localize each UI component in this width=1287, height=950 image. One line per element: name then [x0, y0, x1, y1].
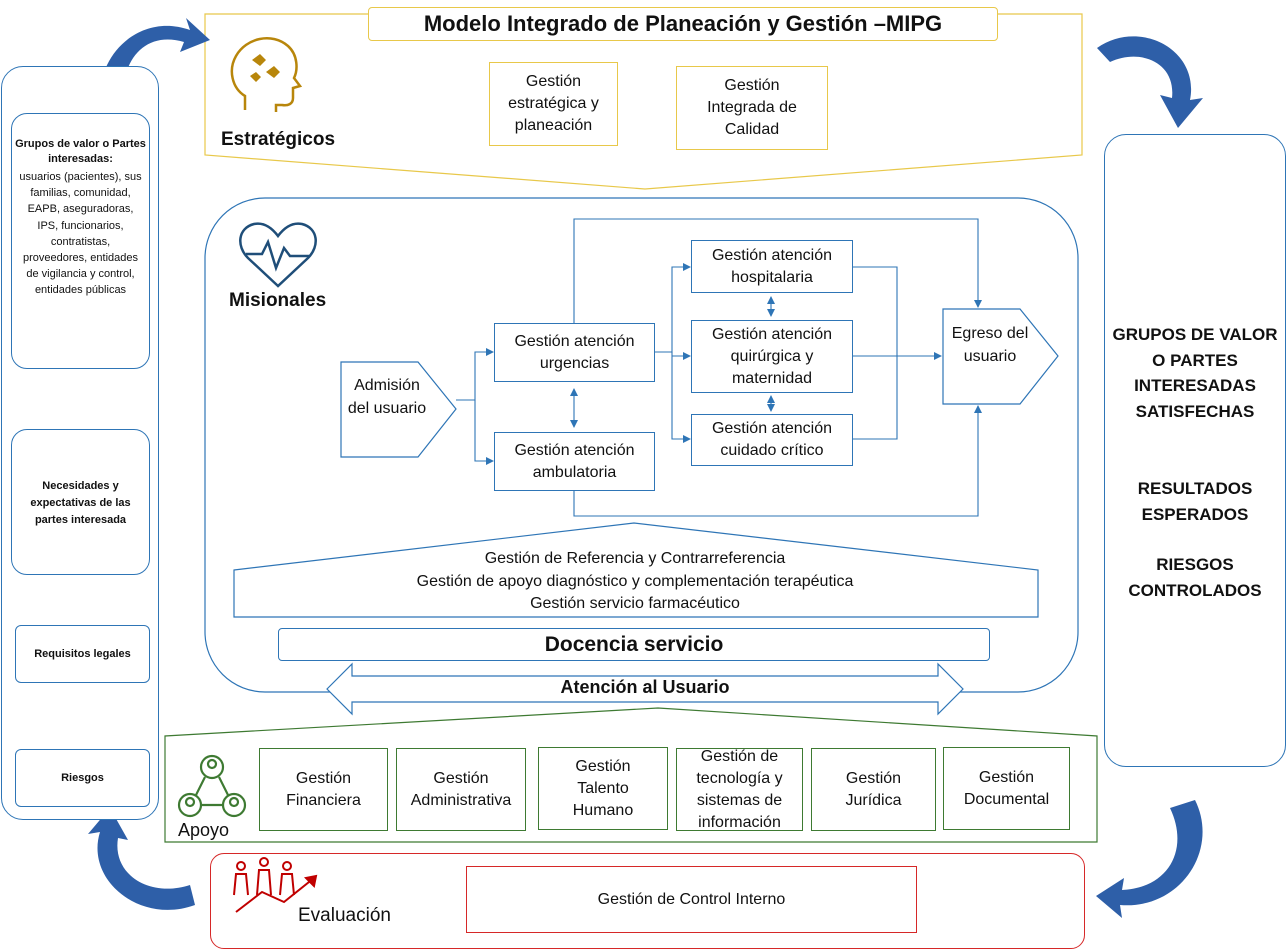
stakeholders-box	[11, 113, 150, 369]
strategic-box-1-text: Gestión estratégica y planeación	[508, 73, 599, 134]
hospitalaria-text: Gestión atención hospitalaria	[711, 246, 833, 286]
atencion-usuario-text: Atención al Usuario	[560, 677, 730, 697]
urgencias-text: Gestión atención urgencias	[514, 332, 635, 372]
docencia-text: Docencia servicio	[544, 632, 724, 656]
risks-box: Riesgos	[15, 749, 150, 807]
ambulatoria-box: Gestión atención ambulatoria	[494, 432, 655, 491]
stakeholders-heading: Grupos de valor o Partes interesadas:	[15, 138, 146, 165]
admission-split	[456, 348, 494, 401]
legal-box: Requisitos legales	[15, 625, 150, 683]
control-interno-text: Gestión de Control Interno	[597, 890, 786, 908]
cycle-arrow-topleft	[99, 18, 210, 108]
hospitalaria-out	[853, 266, 898, 356]
apoyo-box-1-text: Gestión Financiera	[286, 769, 361, 809]
quirurgica-text: Gestión atención quirúrgica y maternidad	[711, 325, 833, 387]
team-network-icon	[177, 754, 247, 818]
right-panel	[1104, 134, 1286, 767]
strategic-box-1: Gestión estratégica y planeación	[489, 62, 618, 146]
risks-text: Riesgos	[61, 772, 104, 784]
needs-text: Necesidades y expectativas de las partes…	[30, 480, 131, 526]
admission-to-ambulatoria	[474, 400, 494, 465]
cycle-arrows	[88, 18, 1203, 918]
urgencias-to-hospitalaria	[655, 263, 691, 353]
heartbeat-icon	[239, 222, 317, 288]
ambulatoria-text: Gestión atención ambulatoria	[514, 441, 635, 481]
puzzle-head-icon	[230, 37, 303, 112]
evaluacion-label: Evaluación	[298, 905, 391, 926]
ambulatoria-bottom-bypass	[573, 405, 982, 517]
growth-people-icon	[233, 857, 318, 913]
urgencias-top-bypass	[573, 218, 982, 323]
cycle-arrow-topright	[1097, 36, 1203, 128]
apoyo-box-6: Gestión Documental	[943, 747, 1070, 830]
apoyo-box-5: Gestión Jurídica	[811, 748, 936, 831]
support-frame	[233, 522, 1039, 618]
legal-text: Requisitos legales	[34, 648, 131, 660]
needs-box	[11, 429, 150, 575]
right-panel-line3: RIESGOS CONTROLADOS	[1128, 555, 1262, 600]
cycle-arrow-bottomleft	[88, 808, 195, 910]
admission-text: Admisión del usuario	[347, 377, 427, 417]
support-line-3: Gestión servicio farmacéutico	[530, 595, 740, 612]
right-panel-line1: GRUPOS DE VALOR O PARTES INTERESADAS SAT…	[1112, 325, 1278, 421]
atencion-usuario-arrow	[326, 662, 964, 716]
hospitalaria-box: Gestión atención hospitalaria	[691, 240, 853, 293]
strategic-box-2: Gestión Integrada de Calidad	[676, 66, 828, 150]
right-panel-line2: RESULTADOS ESPERADOS	[1137, 479, 1253, 524]
apoyo-box-4: Gestión de tecnología y sistemas de info…	[676, 748, 803, 831]
stakeholders-body: usuarios (pacientes), sus familias, comu…	[19, 171, 142, 297]
apoyo-box-2-text: Gestión Administrativa	[410, 769, 512, 809]
support-line-1: Gestión de Referencia y Contrarreferenci…	[484, 550, 786, 567]
main-title: Modelo Integrado de Planeación y Gestión…	[423, 11, 943, 36]
urgencias-to-critico	[671, 352, 691, 443]
missional-label: Misionales	[229, 290, 327, 311]
egreso-shape	[942, 308, 1059, 405]
flow-connectors	[456, 218, 982, 517]
apoyo-box-6-text: Gestión Documental	[963, 768, 1050, 808]
docencia-box: Docencia servicio	[278, 628, 990, 661]
apoyo-label: Apoyo	[178, 820, 230, 840]
evaluacion-frame	[210, 853, 1085, 949]
cycle-arrow-bottomright	[1096, 800, 1203, 918]
critico-box: Gestión atención cuidado crítico	[691, 414, 853, 466]
apoyo-box-5-text: Gestión Jurídica	[845, 769, 902, 809]
urgencias-box: Gestión atención urgencias	[494, 323, 655, 382]
critico-text: Gestión atención cuidado crítico	[711, 420, 833, 459]
egreso-text: Egreso del usuario	[951, 325, 1029, 365]
apoyo-box-2: Gestión Administrativa	[396, 748, 526, 831]
main-title-box: Modelo Integrado de Planeación y Gestión…	[368, 7, 998, 41]
strategic-label: Estratégicos	[221, 129, 336, 150]
strategic-box-2-text: Gestión Integrada de Calidad	[707, 77, 797, 138]
quirurgica-box: Gestión atención quirúrgica y maternidad	[691, 320, 853, 393]
control-interno-box: Gestión de Control Interno	[466, 866, 917, 933]
apoyo-box-3: Gestión Talento Humano	[538, 747, 668, 830]
apoyo-box-3-text: Gestión Talento Humano	[572, 757, 634, 819]
admission-shape	[340, 361, 457, 458]
apoyo-box-1: Gestión Financiera	[259, 748, 388, 831]
apoyo-box-4-text: Gestión de tecnología y sistemas de info…	[696, 747, 783, 831]
support-line-2: Gestión de apoyo diagnóstico y complemen…	[416, 573, 854, 590]
critico-out	[853, 356, 898, 440]
